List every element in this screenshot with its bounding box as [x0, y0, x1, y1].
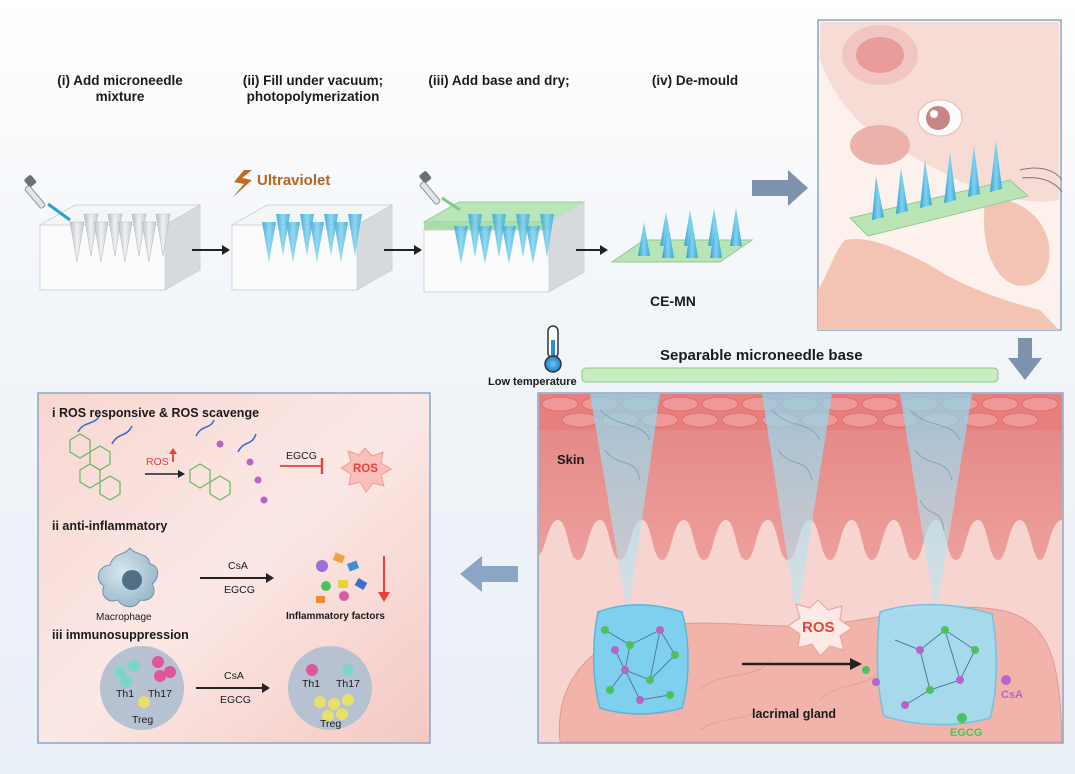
ros-label: ROS — [802, 619, 835, 636]
big-arrow-left — [460, 556, 518, 592]
section-2-title: ii anti-inflammatory — [52, 519, 168, 533]
csa-label: CsA — [1001, 689, 1024, 701]
mould-step3 — [419, 171, 586, 293]
separable-base-bar — [581, 367, 999, 383]
polymer-molecule — [69, 433, 121, 501]
rat-application-panel — [817, 19, 1063, 331]
step-2-label: (ii) Fill under vacuum;photopolymerizati… — [242, 73, 384, 104]
microneedle-patch — [610, 208, 754, 263]
ros-arrow-label: ROS — [146, 456, 169, 468]
th17-label-after: Th17 — [336, 678, 360, 690]
egcg-inhibit-label: EGCG — [286, 450, 317, 462]
csa-drug-label-1: CsA — [228, 560, 248, 572]
dropper-icon — [24, 175, 71, 222]
section-1-title: i ROS responsive & ROS scavenge — [52, 406, 260, 420]
skin-cross-section — [537, 392, 1064, 744]
egcg-label: EGCG — [950, 727, 983, 739]
inflammatory-factors-label: Inflammatory factors — [286, 611, 385, 622]
separable-base-label: Separable microneedle base — [660, 347, 863, 364]
treg-label-before: Treg — [132, 714, 154, 726]
macrophage-label: Macrophage — [96, 612, 152, 623]
lacrimal-gland-label: lacrimal gland — [752, 707, 837, 721]
egcg-drug-label-2: EGCG — [220, 694, 251, 706]
treg-label-after: Treg — [320, 718, 342, 730]
ultraviolet-label: Ultraviolet — [257, 172, 331, 189]
th1-label-after: Th1 — [302, 678, 321, 690]
mould-step1 — [24, 175, 202, 291]
mechanism-panel — [37, 392, 431, 744]
lightning-icon — [232, 170, 252, 198]
ros-burst-label: ROS — [353, 463, 378, 475]
step-4-label: (iv) De-mould — [651, 73, 739, 88]
section-3-title: iii immunosuppression — [52, 628, 189, 642]
thermometer-icon — [544, 325, 562, 373]
th17-label-before: Th17 — [148, 688, 172, 700]
mould-step2 — [230, 170, 394, 291]
macrophage-cell — [97, 547, 159, 608]
step-3-label: (iii) Add base and dry; — [428, 73, 570, 88]
low-temperature-label: Low temperature — [488, 376, 577, 388]
inflammatory-factors — [316, 552, 368, 603]
dropper-icon — [419, 171, 461, 212]
skin-label: Skin — [557, 452, 585, 467]
big-arrow-down — [1008, 338, 1042, 380]
ce-mn-label: CE-MN — [650, 293, 696, 309]
csa-drug-label-2: CsA — [224, 670, 244, 682]
big-arrow-right — [752, 170, 808, 206]
th1-label-before: Th1 — [116, 688, 135, 700]
egcg-drug-label-1: EGCG — [224, 584, 255, 596]
ros-burst — [786, 599, 854, 657]
